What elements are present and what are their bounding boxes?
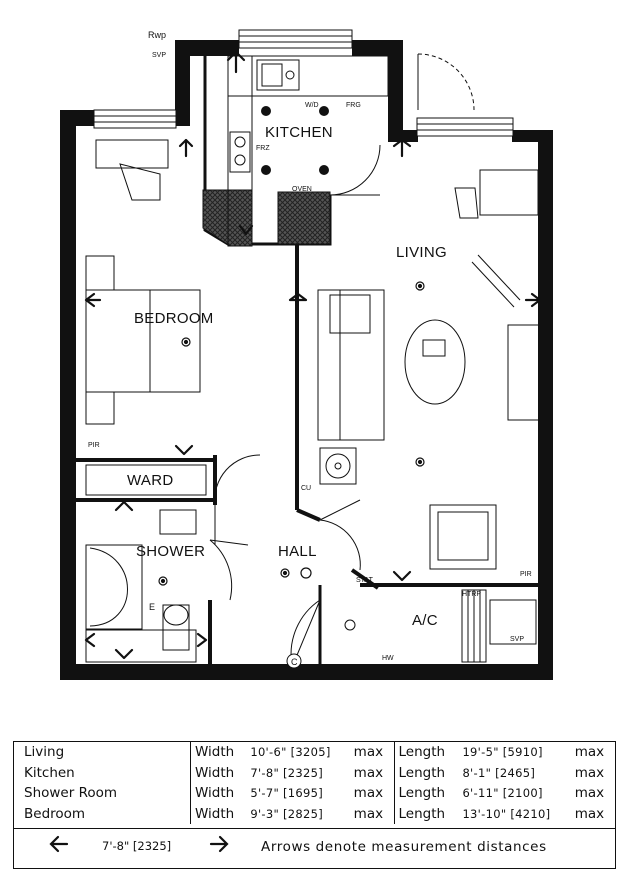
- legend-width-value: 7'-8" [2325]: [250, 765, 324, 780]
- cu-label: CU: [301, 485, 311, 492]
- legend-width-value: 9'-3" [2825]: [250, 806, 324, 821]
- windows: [93, 29, 514, 137]
- room-label-kitchen: KITCHEN: [265, 124, 333, 141]
- e-label: E: [149, 602, 155, 612]
- pir-label-bedroom: PIR: [88, 442, 100, 449]
- htrp-label: HTRP: [462, 591, 481, 598]
- light-points: [158, 281, 425, 586]
- legend-width-max: max: [353, 744, 384, 761]
- legend-width-label: Width: [190, 762, 247, 783]
- interior-walls: [76, 244, 540, 664]
- frg-label: FRG: [346, 102, 361, 109]
- arrow-note: Arrows denote measurement distances: [261, 839, 547, 855]
- measurement-arrows: [84, 50, 542, 660]
- kitchen-lights: [261, 106, 329, 175]
- legend-divider: [14, 828, 615, 829]
- floor-plan: KITCHEN LIVING BEDROOM WARD SHOWER HALL …: [60, 29, 553, 680]
- legend-length-value: 6'-11" [2100]: [462, 786, 543, 801]
- legend-room-name: Shower Room: [24, 785, 118, 802]
- pir-label-living: PIR: [520, 571, 532, 578]
- legend-room-name: Kitchen: [24, 764, 75, 781]
- rwp-label: Rwp: [148, 30, 166, 40]
- legend-length-label: Length: [393, 803, 459, 824]
- c-label: C: [291, 657, 298, 667]
- legend-length-label: Length: [393, 742, 459, 763]
- living-furniture: [317, 169, 541, 570]
- stat-label: STAT: [356, 577, 374, 584]
- arrow-example-distance: 7'-8" [2325]: [102, 839, 172, 853]
- legend-length-max: max: [574, 764, 605, 781]
- room-label-bedroom: BEDROOM: [134, 310, 214, 327]
- door-swings: [209, 454, 361, 666]
- legend-length-value: 19'-5" [5910]: [462, 745, 543, 760]
- room-label-ac: A/C: [412, 612, 438, 629]
- hw-label: HW: [382, 655, 394, 662]
- bedroom-furniture: [85, 139, 201, 425]
- legend-length-max: max: [574, 744, 605, 761]
- legend-width-label: Width: [190, 803, 247, 824]
- room-label-living: LIVING: [396, 244, 447, 261]
- right-arrow-icon: [208, 833, 230, 859]
- legend-room-name: Bedroom: [24, 805, 86, 822]
- room-label-shower: SHOWER: [136, 543, 205, 560]
- room-label-hall: HALL: [278, 543, 317, 560]
- shower-furniture: [85, 464, 207, 663]
- legend-width-max: max: [353, 785, 384, 802]
- legend-width-label: Width: [190, 783, 247, 804]
- legend-length-value: 8'-1" [2465]: [462, 765, 536, 780]
- svp-label-ac: SVP: [510, 636, 524, 643]
- legend-width-label: Width: [190, 742, 247, 763]
- oven-label: OVEN: [292, 186, 312, 193]
- entrance-door: [417, 53, 475, 111]
- ac-cupboard-fixtures: [344, 589, 537, 663]
- room-label-ward: WARD: [127, 472, 173, 489]
- legend-length-value: 13'-10" [4210]: [462, 806, 551, 821]
- legend-width-value: 10'-6" [3205]: [250, 745, 331, 760]
- legend-length-label: Length: [393, 783, 459, 804]
- legend-width-max: max: [353, 805, 384, 822]
- wd-label: W/D: [305, 102, 319, 109]
- legend-length-max: max: [574, 805, 605, 822]
- kitchen-walls: [202, 55, 389, 247]
- legend-length-label: Length: [393, 762, 459, 783]
- legend-room-name: Living: [24, 744, 65, 761]
- svp-label-top: SVP: [152, 52, 166, 59]
- legend-width-max: max: [353, 764, 384, 781]
- left-arrow-icon: [48, 833, 70, 859]
- legend-length-max: max: [574, 785, 605, 802]
- legend-footer: 7'-8" [2325] Arrows denote measurement d…: [14, 829, 615, 869]
- exterior-walls: [60, 40, 553, 680]
- frz-label: FRZ: [256, 145, 270, 152]
- legend-width-value: 5'-7" [1695]: [250, 786, 324, 801]
